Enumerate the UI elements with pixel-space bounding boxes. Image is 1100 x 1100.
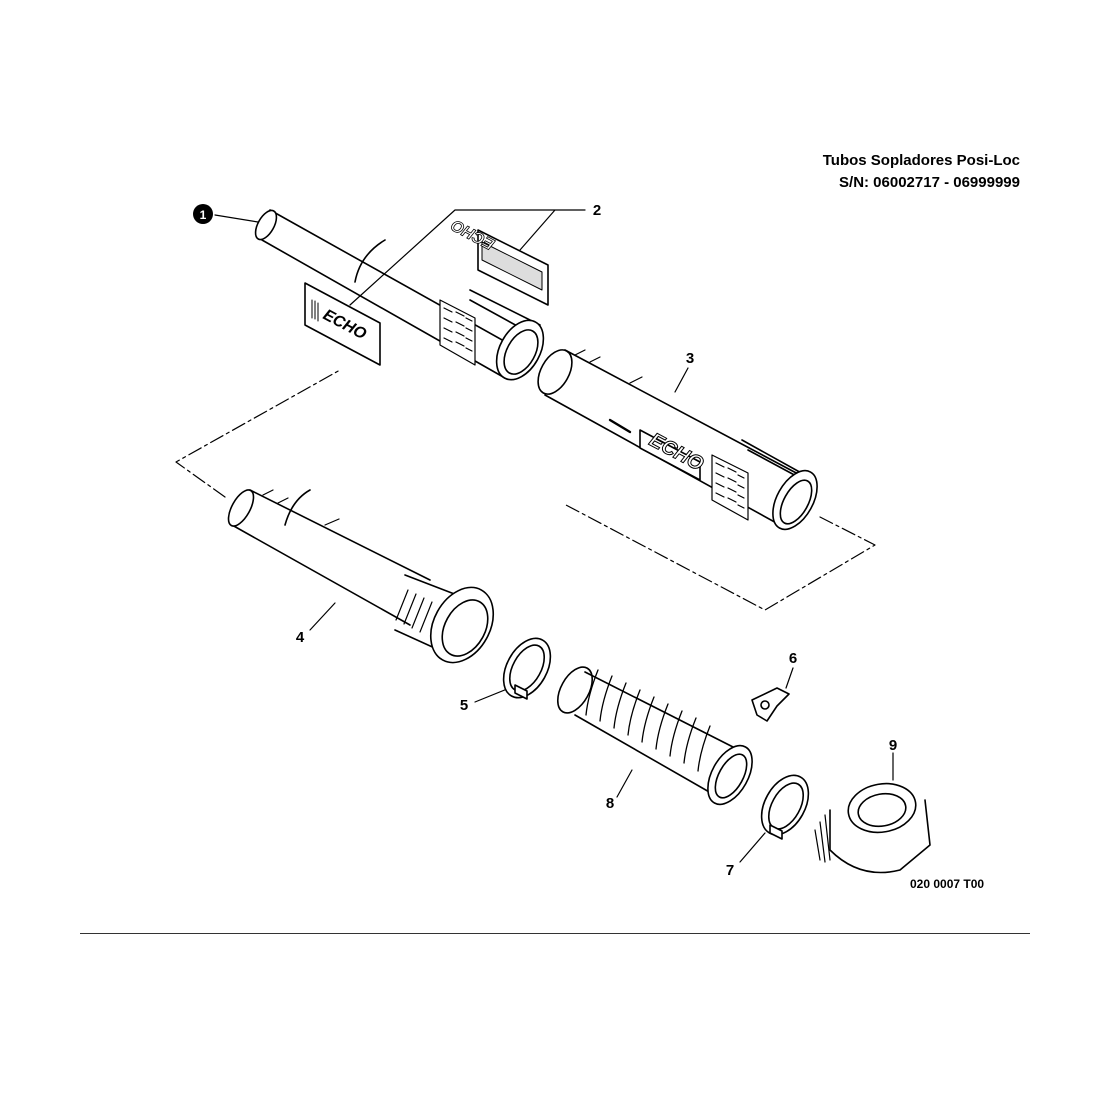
callout-9: 9 [889, 737, 897, 754]
part-4-lower-pipe [227, 489, 495, 664]
leader-7 [739, 832, 766, 863]
footer-rule [80, 933, 1030, 934]
part-9-elbow [814, 782, 931, 874]
callout-1: 1 [193, 204, 213, 224]
part-7-clamp [760, 774, 810, 840]
callout-6: 6 [789, 650, 797, 667]
part-1-upper-pipe [254, 209, 545, 381]
figure-code: 020 0007 T00 [910, 877, 985, 891]
part-8-bellows [556, 666, 753, 806]
grip-pattern-3 [711, 454, 749, 521]
leader-1 [214, 214, 259, 223]
part-6-clip [751, 687, 790, 722]
callout-3: 3 [686, 350, 694, 367]
decal-logo-pipe-3: ECHO [646, 429, 708, 476]
callout-5: 5 [460, 697, 468, 714]
leader-8 [616, 769, 633, 798]
part-5-clamp [502, 637, 552, 700]
pipe-4-ribbed-end [394, 574, 495, 664]
leader-4 [309, 602, 336, 631]
page-title: Tubos Sopladores Posi-Loc [822, 154, 1020, 169]
callout-7: 7 [726, 862, 734, 879]
callout-8: 8 [606, 795, 614, 812]
grip-pattern-1 [439, 299, 476, 366]
svg-text:1: 1 [200, 208, 207, 222]
part-3-middle-pipe [537, 349, 818, 531]
leader-3 [674, 367, 689, 393]
assembly-line [175, 369, 876, 611]
callout-4: 4 [296, 629, 305, 646]
leader-2 [349, 209, 586, 306]
callout-2: 2 [593, 202, 601, 219]
part-2-decal-left [304, 282, 381, 366]
title-clip: Tubos Sopladores Posi-Loc [620, 154, 1020, 174]
decal-logo-right: ECHO [448, 215, 497, 252]
leader-6 [785, 667, 794, 689]
part-2-decal-right [477, 229, 549, 306]
serial-range: S/N: 06002717 - 06999999 [839, 174, 1020, 191]
